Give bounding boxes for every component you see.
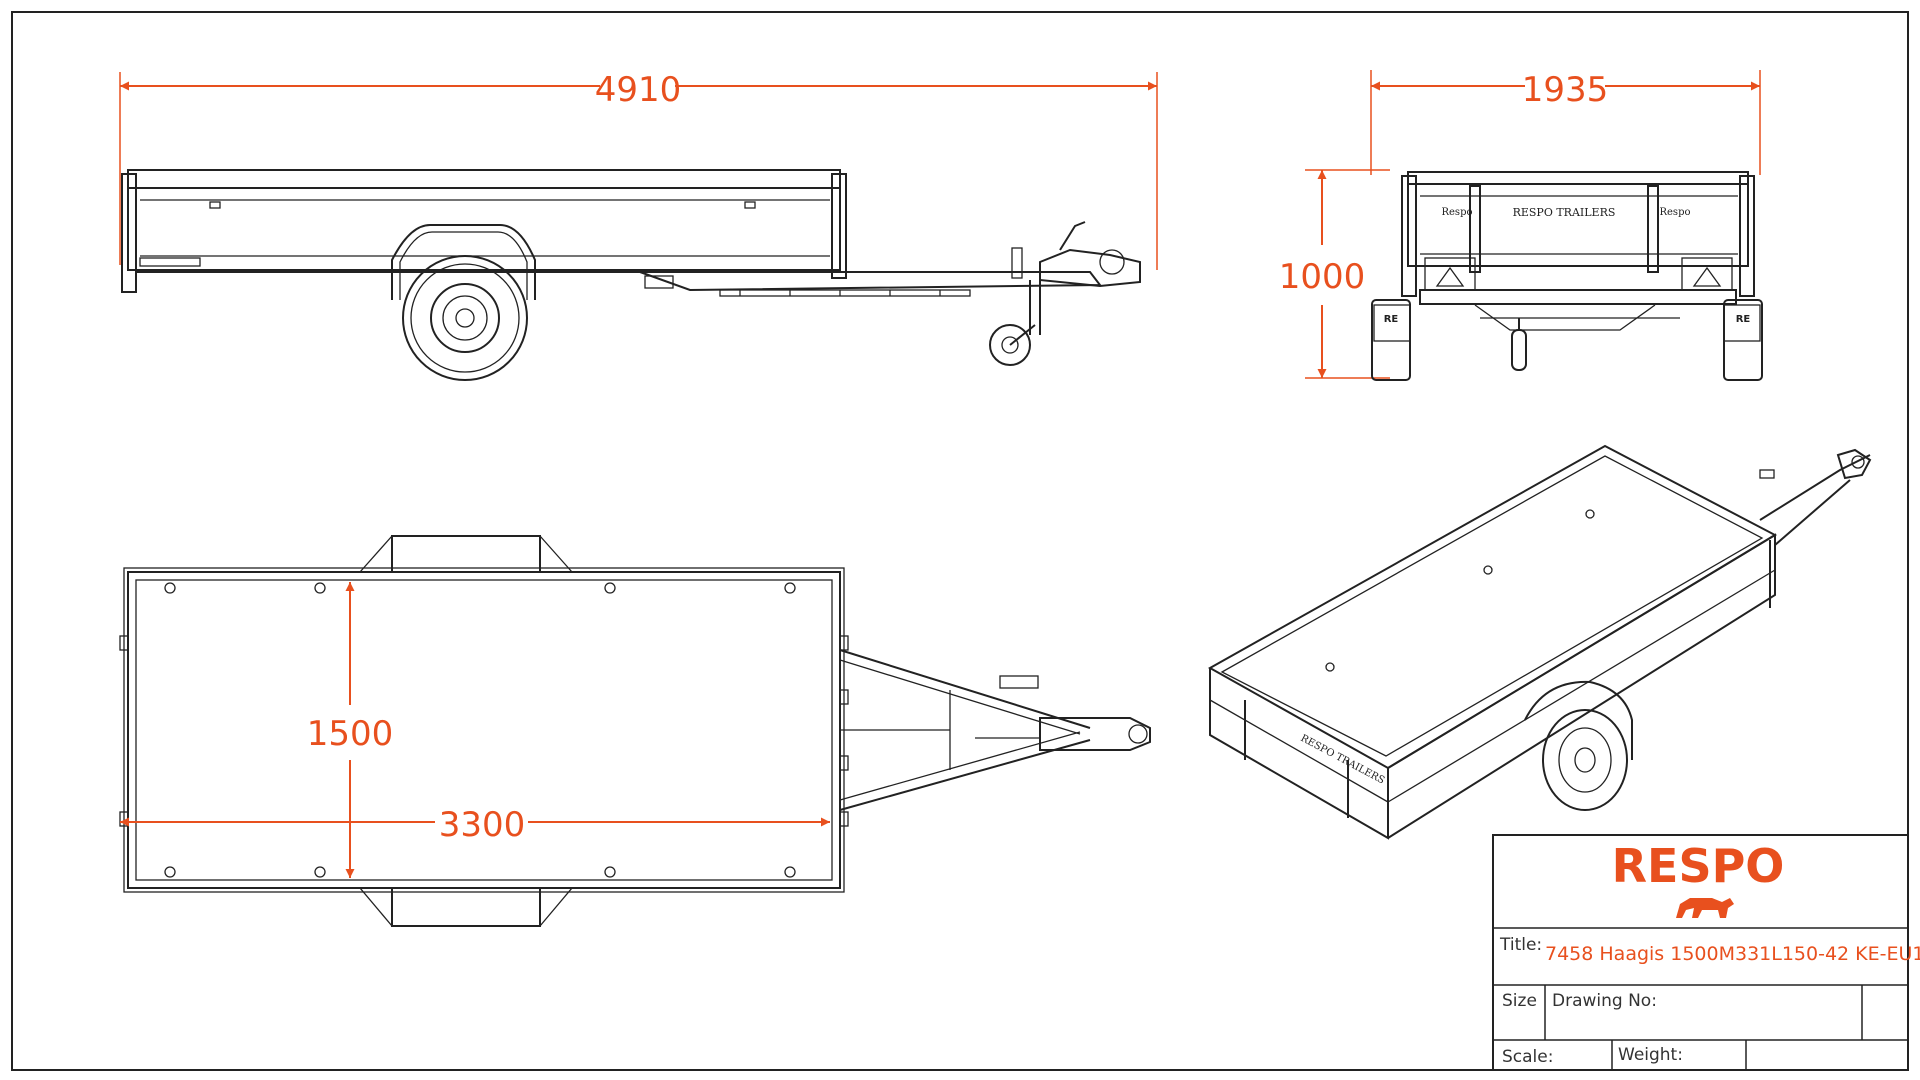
- rear-light-mark-right: RE: [1736, 314, 1751, 325]
- rear-light-mark-left: RE: [1384, 314, 1399, 325]
- brand-logo-text: RESPO: [1612, 839, 1785, 893]
- title-value: 7458 Haagis 1500M331L150-42 KE-EU1-: [1545, 943, 1920, 965]
- dimension-top-width: 1500: [307, 582, 394, 878]
- weight-label: Weight:: [1618, 1045, 1683, 1065]
- sheet-border: [11, 11, 1909, 1071]
- rear-view-body: Respo RESPO TRAILERS Respo: [1401, 171, 1755, 331]
- dimension-rear-height: 1000: [1279, 169, 1390, 379]
- rear-brand-center: RESPO TRAILERS: [1513, 206, 1616, 219]
- isometric-view: RESPO TRAILERS: [1207, 444, 1872, 840]
- top-view: 1500 3300: [119, 535, 1151, 927]
- dim-top-length-label: 3300: [439, 805, 526, 845]
- rear-view: 1935 1000 Respo RESPO TRAILERS: [1279, 70, 1763, 381]
- scale-label: Scale:: [1502, 1047, 1553, 1067]
- dim-rear-height-label: 1000: [1279, 257, 1366, 297]
- side-view-body: [121, 169, 847, 293]
- rear-brand-left: Respo: [1441, 207, 1472, 218]
- bull-logo-icon: [1676, 898, 1734, 918]
- dim-side-length-label: 4910: [595, 70, 682, 110]
- dim-rear-width-label: 1935: [1522, 70, 1609, 110]
- title-block: RESPO Title: 7458 Haagis 1500M331L150-42…: [1492, 834, 1920, 1071]
- iso-drawbar: [1759, 448, 1872, 546]
- dimension-top-length: 3300: [120, 805, 830, 845]
- rear-view-wheels: RE RE: [1371, 299, 1763, 381]
- top-view-drawbar: [839, 649, 1151, 811]
- dimension-rear-width: 1935: [1370, 70, 1761, 175]
- dimension-side-length: 4910: [119, 70, 1158, 270]
- dim-top-width-label: 1500: [307, 714, 394, 754]
- drawing-no-label: Drawing No:: [1552, 991, 1657, 1011]
- top-view-rivets: [164, 582, 796, 878]
- side-view-coupling: [989, 221, 1141, 366]
- side-view-wheel: [391, 224, 536, 381]
- side-view: 4910: [119, 70, 1158, 381]
- title-label: Title:: [1499, 935, 1542, 955]
- iso-wheel: [1524, 680, 1633, 811]
- size-label: Size: [1502, 991, 1537, 1011]
- rear-brand-right: Respo: [1659, 207, 1690, 218]
